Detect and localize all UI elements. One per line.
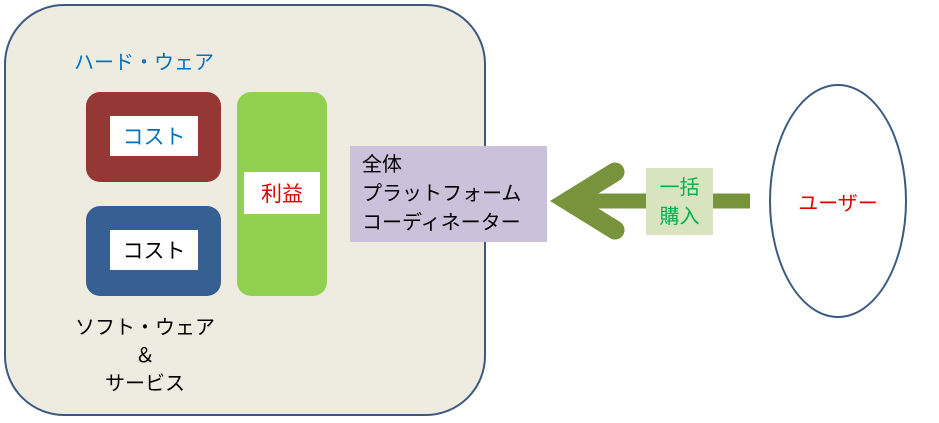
hardware-label: ハード・ウェア [74,50,214,74]
profit-label: 利益 [244,172,320,214]
cost-box-hardware: コスト [86,92,221,182]
software-label: ソフト・ウェア ＆ サービス [60,313,230,397]
user-ellipse: ユーザー [769,84,907,318]
user-label: ユーザー [798,190,878,215]
software-line: ＆ [135,343,155,367]
software-line: ソフト・ウェア [75,315,215,339]
profit-box: 利益 [237,92,327,296]
cost-box-software: コスト [86,206,221,296]
bulk-line: 購入 [659,204,700,228]
bulk-purchase-label: 一括 購入 [646,168,713,235]
bulk-line: 一括 [659,175,700,199]
cost-label: コスト [110,230,198,270]
coordinator-box: 全体 プラットフォーム コーディネーター [350,146,547,242]
coordinator-line: コーディネーター [362,210,521,234]
cost-label: コスト [110,116,198,156]
software-line: サービス [105,371,185,395]
coordinator-line: プラットフォーム [362,181,522,205]
coordinator-line: 全体 [362,152,402,176]
